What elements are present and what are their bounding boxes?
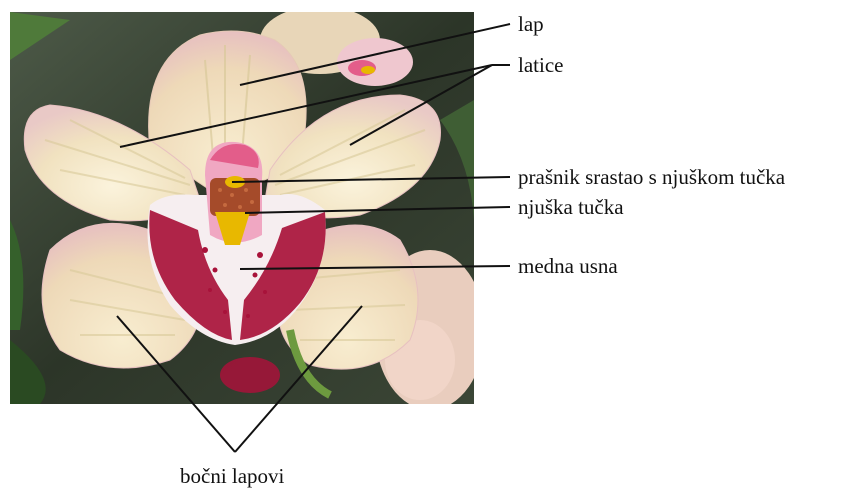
orchid-photo — [10, 6, 485, 410]
label-latice: latice — [518, 53, 563, 77]
label-bocni-lapovi: bočni lapovi — [180, 464, 285, 488]
label-medna-usna: medna usna — [518, 254, 618, 278]
label-njuska: njuška tučka — [518, 195, 624, 219]
label-prasnik: prašnik srastao s njuškom tučka — [518, 165, 786, 189]
label-lap: lap — [518, 12, 544, 36]
